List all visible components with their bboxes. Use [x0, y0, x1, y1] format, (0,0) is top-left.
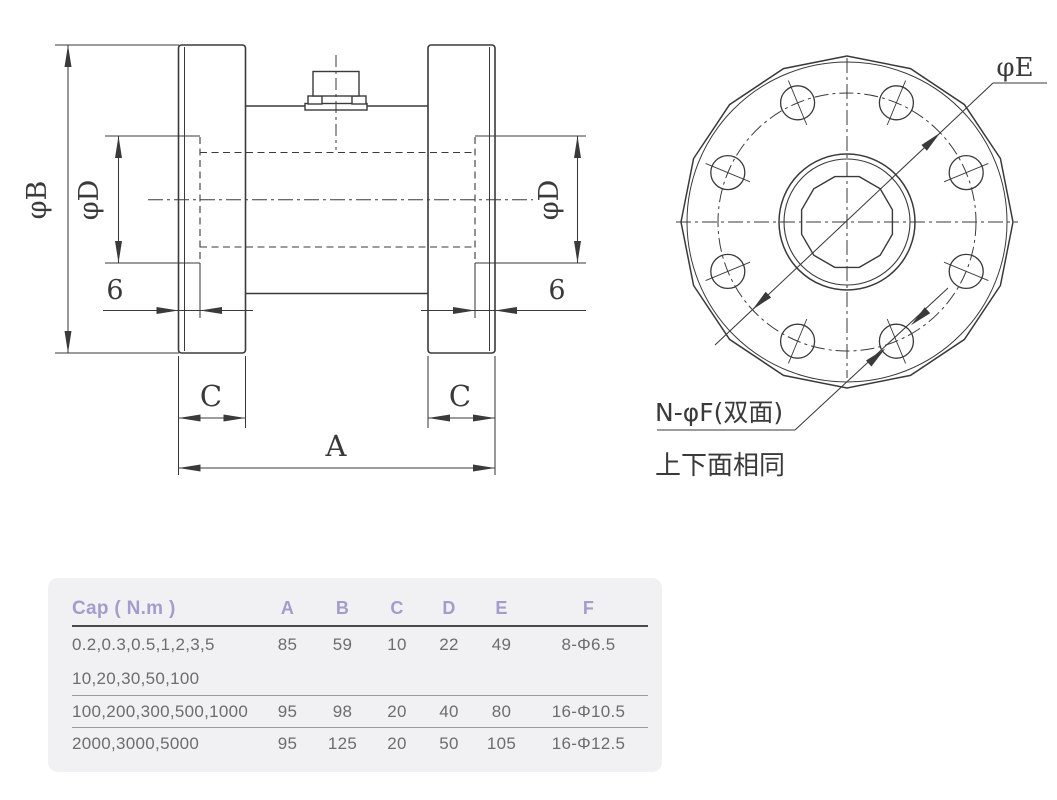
same-faces-note: 上下面相同 [655, 451, 785, 481]
col-header-cap: Cap ( N.m ) [72, 597, 176, 619]
flange-right [427, 44, 496, 354]
bolt-hole [779, 85, 816, 121]
center-boss-outer [778, 153, 916, 291]
bolt-holes [710, 85, 984, 359]
bolt-hole [878, 323, 915, 359]
dim-label-C-left: C [200, 379, 222, 413]
dim-label-phiE: φE [996, 53, 1033, 83]
bolt-hole-callout-label: N-φF(双面) [655, 398, 783, 427]
bolt-circle [717, 92, 977, 352]
side-view-labels: φB φD φD 6 6 C C A [22, 180, 566, 463]
dim-label-C-right: C [449, 379, 471, 413]
cell-cap-range: 10,20,30,50,100 [72, 669, 200, 688]
cell-cap-range: 0.2,0.3,0.5,1,2,3,5 [72, 635, 215, 654]
center-boss-inner [783, 158, 911, 286]
cell-D: 22 [439, 635, 459, 654]
table-row: 2000,3000,5000 95 125 20 50 105 16-Φ12.5 [72, 728, 648, 760]
cell-cap-range: 2000,3000,5000 [72, 734, 200, 753]
cell-A: 95 [277, 734, 298, 753]
front-view-labels: φE N-φF(双面) 上下面相同 [655, 53, 1034, 481]
col-header-A: A [280, 598, 295, 618]
bolt-hole [948, 253, 984, 290]
phiE-arrowheads [752, 132, 941, 310]
bolt-callout-arrowheads [866, 307, 931, 367]
bolt-hole [710, 253, 746, 290]
arrowheads-side-view [64, 45, 581, 472]
outer-flange-profile [680, 55, 1014, 389]
spec-table-header-row: Cap ( N.m ) A B C D E F [72, 592, 648, 627]
front-view: φE N-φF(双面) 上下面相同 [655, 53, 1047, 481]
cell-D: 40 [439, 701, 459, 721]
cell-B: 125 [327, 734, 358, 753]
table-row: 0.2,0.3,0.5,1,2,3,5 85 59 10 22 49 8-Φ6.… [72, 627, 648, 663]
dim-label-6-left: 6 [106, 275, 123, 306]
flange-left [177, 44, 247, 354]
bolt-hole [710, 154, 746, 191]
front-view-centerlines [676, 58, 1018, 378]
bolt-hole [878, 85, 915, 121]
center-bore [800, 175, 894, 269]
col-header-C: C [390, 598, 404, 618]
connector-foot-left [307, 95, 323, 105]
cell-F: 8-Φ6.5 [561, 635, 616, 654]
cell-E: 49 [491, 635, 512, 654]
cell-A: 85 [277, 635, 298, 654]
table-row: 100,200,300,500,1000 95 98 20 40 80 16-Φ… [72, 696, 648, 728]
col-header-D: D [442, 598, 456, 618]
spec-table-card: Cap ( N.m ) A B C D E F 0.2,0.3,0.5,1,2,… [48, 578, 662, 772]
dim-label-A: A [325, 429, 348, 463]
table-row: 10,20,30,50,100 [72, 663, 648, 696]
connector-foot-right [351, 95, 367, 105]
side-view: φB φD φD 6 6 C C A [22, 44, 586, 475]
col-header-B: B [335, 598, 350, 618]
cell-C: 20 [387, 734, 407, 753]
col-header-E: E [495, 598, 508, 618]
cell-C: 20 [387, 701, 407, 721]
cell-F: 16-Φ12.5 [551, 734, 626, 753]
flanges [177, 44, 496, 354]
cell-C: 10 [387, 635, 407, 654]
cell-B: 59 [332, 635, 353, 654]
dim-label-phiD-right: φD [534, 180, 565, 221]
bolt-hole [779, 323, 816, 359]
bolt-hole-ticks [705, 80, 989, 364]
cell-cap-range: 100,200,300,500,1000 [72, 701, 249, 721]
bolt-hole [948, 154, 984, 191]
cell-E: 105 [486, 734, 517, 753]
cell-D: 50 [439, 734, 459, 753]
cell-F: 16-Φ10.5 [551, 701, 626, 721]
cell-E: 80 [491, 701, 512, 721]
cell-B: 98 [332, 701, 353, 721]
dim-label-phiD-left: φD [74, 180, 105, 221]
technical-drawing: φB φD φD 6 6 C C A [22, 44, 1047, 481]
cell-A: 95 [277, 701, 298, 721]
dim-label-6-right: 6 [548, 275, 565, 306]
col-header-F: F [582, 598, 595, 618]
dim-label-phiB: φB [22, 181, 53, 220]
